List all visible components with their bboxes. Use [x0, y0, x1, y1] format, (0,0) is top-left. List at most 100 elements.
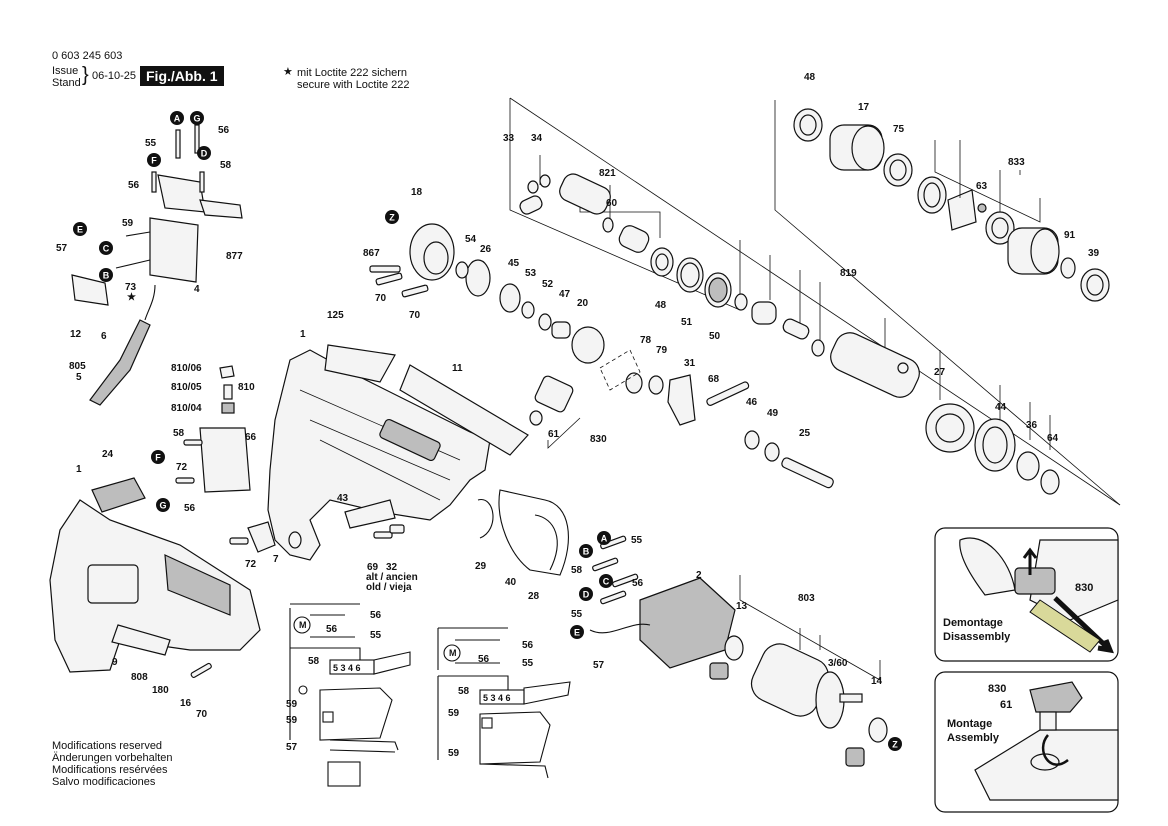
- disassembly-label-de: Demontage: [943, 617, 1003, 629]
- bearing-box-14: [845, 747, 865, 767]
- label-58c: 58: [571, 565, 583, 576]
- switch-4: [149, 217, 199, 283]
- screw-72b: [229, 537, 249, 545]
- screw-70c: [190, 662, 212, 678]
- label-56b: 56: [128, 180, 140, 191]
- wire-b: [115, 259, 151, 269]
- svg-text:Z: Z: [389, 213, 395, 223]
- label-27: 27: [934, 367, 946, 378]
- footer-line-en: Modifications reserved: [52, 740, 163, 752]
- label-31: 31: [684, 358, 696, 369]
- label-57b: 57: [593, 660, 605, 671]
- badge-C-top: [99, 241, 113, 255]
- label-old-1: alt / ancien: [366, 572, 418, 583]
- wiring-diagram-right: [437, 627, 571, 779]
- wire-cable: [144, 284, 156, 321]
- wire-label-56a: 56: [370, 610, 382, 621]
- ring-46: [744, 430, 760, 450]
- wire-label-57: 57: [286, 742, 298, 753]
- gasket-40: [498, 489, 569, 576]
- badge-E-low: [570, 625, 584, 639]
- svg-text:A: A: [601, 534, 608, 544]
- pin-55b: [600, 535, 627, 550]
- wire-label-59c: 59: [448, 708, 460, 719]
- label-20: 20: [577, 298, 589, 309]
- pin-55c: [600, 590, 627, 605]
- lever-31: [667, 374, 696, 426]
- spring-810-06: [219, 365, 235, 379]
- svg-text:A: A: [174, 114, 181, 124]
- brush-810-04: [221, 402, 235, 414]
- letter-badges: A G F D E C B Z F G A B C D E Z: [73, 111, 902, 751]
- label-26: 26: [480, 244, 492, 255]
- inset-assembly: [934, 671, 1119, 813]
- badge-B-low: [579, 544, 593, 558]
- wire-label-59a: 59: [286, 699, 298, 710]
- badge-F-mid: [151, 450, 165, 464]
- svg-text:B: B: [583, 547, 590, 557]
- svg-text:G: G: [193, 114, 200, 124]
- label-4: 4: [194, 284, 200, 295]
- label-49: 49: [767, 408, 779, 419]
- cable-6-805: [89, 319, 151, 406]
- label-58b: 58: [173, 428, 185, 439]
- ball-63: [977, 203, 987, 213]
- label-36: 36: [1026, 420, 1038, 431]
- label-808: 808: [131, 672, 148, 683]
- label-9: 9: [112, 657, 118, 668]
- label-32: 32: [386, 562, 398, 573]
- bearing-14: [868, 717, 888, 743]
- label-2: 2: [696, 570, 702, 581]
- badge-A-low: [597, 531, 611, 545]
- label-810-06: 810/06: [171, 363, 202, 374]
- ring-34b: [539, 174, 551, 188]
- label-16: 16: [180, 698, 192, 709]
- label-72b: 72: [245, 559, 257, 570]
- label-69: 69: [367, 562, 379, 573]
- holder-switch: [157, 174, 206, 213]
- label-877: 877: [226, 251, 243, 262]
- wire-label-59b: 59: [286, 715, 298, 726]
- label-56a: 56: [218, 125, 230, 136]
- label-72a: 72: [176, 462, 188, 473]
- label-48b: 48: [655, 300, 667, 311]
- pin-56a: [194, 124, 200, 154]
- brush-holder: [199, 427, 251, 493]
- arrow-down-right-icon: [1053, 596, 1114, 654]
- badge-F-top: [147, 153, 161, 167]
- label-46: 46: [746, 397, 758, 408]
- label-64: 64: [1047, 433, 1059, 444]
- ring-36: [1016, 451, 1040, 481]
- label-59: 59: [122, 218, 134, 229]
- screw-58b: [183, 439, 203, 446]
- label-56c: 56: [184, 503, 196, 514]
- label-57a: 57: [56, 243, 68, 254]
- cover-24: [91, 477, 146, 513]
- label-11: [399, 364, 529, 456]
- label-70c: 70: [196, 709, 208, 720]
- arrow-up-icon: [1022, 547, 1038, 575]
- seal-29: [477, 499, 494, 539]
- pin-819: [782, 318, 810, 340]
- part-830: [534, 375, 574, 413]
- badge-A-top: [170, 111, 184, 125]
- brace: }: [82, 64, 89, 86]
- label-29: 29: [475, 561, 487, 572]
- pin-56b: [151, 171, 157, 193]
- wire-label-58b: 58: [458, 686, 470, 697]
- wire-label-56c: 56: [522, 640, 534, 651]
- trigger-808: [111, 624, 171, 656]
- vent-grille: [164, 554, 231, 616]
- loctite-star-marker: ★: [127, 292, 136, 303]
- badge-D-top: [197, 146, 211, 160]
- footer-line-es: Salvo modificaciones: [52, 776, 156, 788]
- label-33: 33: [503, 133, 515, 144]
- svg-text:C: C: [603, 577, 610, 587]
- label-6: 6: [101, 331, 107, 342]
- part-7: [247, 521, 276, 553]
- ring-64: [1040, 469, 1060, 495]
- pin-55a: [175, 129, 181, 159]
- svg-text:D: D: [583, 590, 590, 600]
- label-79: 79: [656, 345, 668, 356]
- label-867: 867: [363, 248, 380, 259]
